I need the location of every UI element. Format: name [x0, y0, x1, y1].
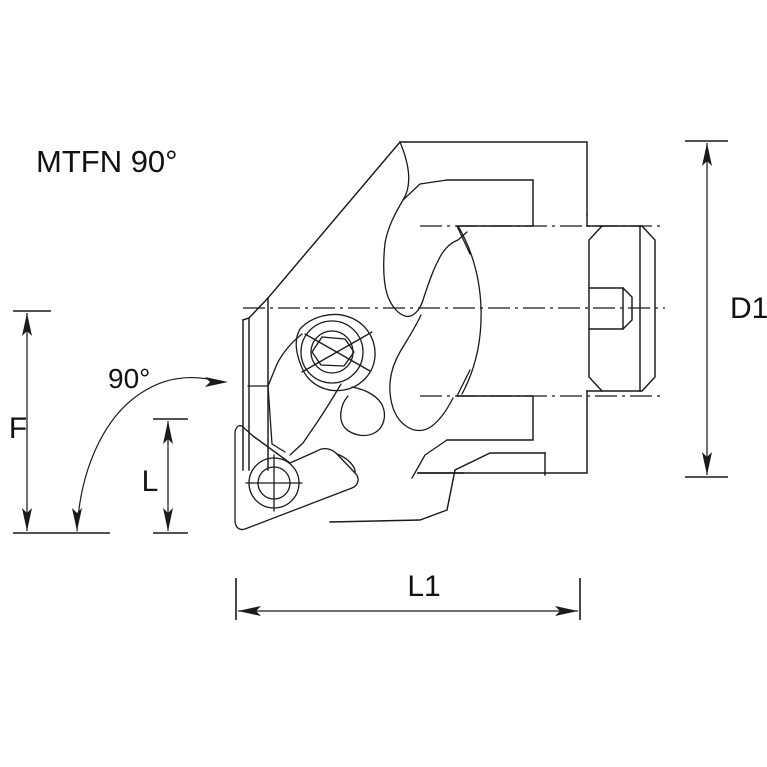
upper-pocket-upper-link: [402, 179, 448, 201]
centerlines-group: [243, 225, 665, 397]
body-bottom-stepped-profile: [329, 452, 546, 523]
coupling-octagon-outline: [588, 225, 656, 392]
dimension-l-group: L: [142, 418, 188, 534]
dimension-l1-label: L1: [407, 570, 440, 603]
angle-callout-group: 90°: [72, 363, 228, 532]
insert-top-edge: [252, 435, 291, 464]
dimension-l-arrow-top: [163, 421, 173, 444]
dimension-d1-arrow-bottom: [702, 452, 712, 475]
dimension-f-label: F: [9, 412, 27, 445]
dimension-l-arrow-bottom: [163, 508, 173, 531]
triangular-insert-outline: [234, 425, 359, 531]
clamp-screw-head-circle: [300, 320, 364, 384]
clamp-knuckle-contour: [340, 386, 386, 437]
dimension-l-label: L: [142, 465, 159, 498]
upper-sweep-contour: [383, 141, 423, 318]
dimension-l1-arrow-right: [555, 606, 578, 616]
dimension-f-group: F: [9, 310, 110, 534]
angle-90-label: 90°: [108, 363, 150, 394]
angle-arc-arrow-bottom: [72, 508, 82, 531]
body-right-face-lower: [417, 399, 588, 474]
upper-insert-pocket-lobe: [421, 231, 468, 304]
clamp-screw-boss-outline: [295, 313, 376, 392]
body-angled-top-face: [266, 140, 402, 300]
upper-pocket-tie-line: [456, 225, 471, 255]
body-relief-contours: [383, 141, 534, 479]
clamp-finger-inner-edge: [289, 383, 342, 456]
angle-arc-arrow-head: [205, 377, 228, 387]
insert-nose-detail: [336, 453, 356, 474]
drawing-title: MTFN 90°: [36, 144, 178, 179]
clamp-assembly-group: [247, 313, 386, 456]
angle-90-arc: [76, 376, 222, 532]
lower-insert-pocket-lobe: [389, 314, 454, 432]
coupling-center-boss: [588, 287, 633, 330]
lower-pocket-seat: [446, 395, 534, 441]
clamp-screw-axis-line-2: [304, 333, 371, 372]
dimension-f-arrow-bottom: [22, 508, 32, 531]
clamp-screw-hex-socket: [311, 336, 355, 367]
body-upper-right-profile: [399, 141, 588, 216]
body-front-chamfer: [242, 296, 270, 321]
dimension-d1-arrow-top: [702, 143, 712, 166]
dimension-f-arrow-top: [22, 313, 32, 336]
dimension-l1-arrow-left: [238, 606, 261, 616]
triangular-insert-group: [234, 425, 359, 531]
clamp-finger-body: [267, 333, 303, 453]
tool-body-outline: [242, 140, 588, 523]
coupling-shank-group: [586, 214, 656, 401]
lower-pocket-lower-link: [411, 439, 448, 479]
central-rib-contour: [457, 225, 482, 395]
lower-pocket-tie-line: [456, 369, 471, 397]
dimension-d1-label: D1: [730, 292, 767, 325]
clamp-screw-inner-circle: [310, 330, 354, 374]
upper-pocket-seat: [446, 179, 534, 227]
dimension-l1-group: L1: [235, 570, 581, 620]
dimension-d1-group: D1: [685, 140, 767, 478]
